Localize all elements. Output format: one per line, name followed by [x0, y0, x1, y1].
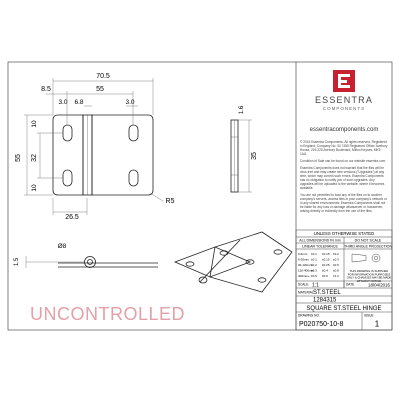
tb-drawing-label: DRAWING NO. — [298, 314, 320, 318]
tolerance-cell: ±0.1 — [311, 258, 317, 262]
brand-sub: COMPONENTS — [322, 106, 366, 111]
isometric-view — [173, 231, 293, 293]
dim-left-offset: 8.5 — [41, 86, 51, 93]
tb-date-label: DATE — [346, 283, 354, 287]
legal-para-3: Essentra Components does not warrant tha… — [300, 166, 385, 190]
tolerance-cell: ±0.8 — [333, 269, 339, 273]
tb-title: SQUARE ST.STEEL HINGE — [306, 306, 381, 312]
brand-block: ESSENTRA COMPONENTS essentracomponents.c… — [298, 66, 390, 133]
uncontrolled-stamp: UNCONTROLLED — [30, 304, 185, 324]
brand-url[interactable]: essentracomponents.com — [309, 127, 379, 133]
tolerance-cell: ±0.1 — [311, 252, 317, 256]
tolerance-cell: ±0.3 — [333, 258, 339, 262]
tolerance-cell: ±0.4 — [322, 269, 328, 273]
tolerance-cell: ±0.5 — [311, 274, 317, 278]
slot-top-left — [62, 124, 73, 142]
projection-symbol — [351, 253, 381, 263]
tolerance-cell: 400mm+ — [298, 274, 310, 278]
pin-end-circle — [84, 256, 96, 268]
radius-leader — [149, 192, 164, 202]
legal-text: © 2015 Essentra Components. All rights r… — [300, 140, 388, 213]
tb-scale-label: SCALE — [298, 283, 308, 287]
tolerance-cell: ±0.15 — [322, 258, 330, 262]
iso-knuckle — [199, 239, 241, 283]
tb-part-number: 1284315 — [313, 298, 337, 304]
front-view: 70.5 8.5 55 6.8 3.0 3.0 55 32 10 10 26.5… — [15, 73, 175, 221]
dim-hole-span: 55 — [96, 86, 104, 93]
iso-leaf-right — [209, 231, 293, 293]
dim-side-thickness: 1.6 — [239, 105, 245, 114]
dim-bottom-offset: 26.5 — [65, 214, 79, 221]
tolerance-cell: 0-6mm — [298, 252, 308, 256]
dim-hole-vertical: 32 — [31, 154, 38, 162]
dim-hole-edge: 3.0 — [125, 99, 134, 106]
tb-date: 18/04/2016 — [368, 283, 391, 288]
tolerance-cell: ±0.15 — [322, 252, 330, 256]
tolerance-cell: ±0.2 — [333, 252, 339, 256]
tolerance-cell: ±0.5 — [333, 263, 339, 267]
tb-linear-tolerance: LINEAR TOLERANCE — [302, 245, 338, 249]
sheet-border — [7, 61, 393, 331]
tolerance-table: 0-6mm±0.1±0.15±0.26-30mm±0.1±0.15±0.330-… — [298, 252, 339, 278]
side-view: 35 1.6 — [230, 105, 258, 193]
dim-knuckle-thickness: 1.5 — [14, 257, 20, 266]
dim-height: 55 — [15, 154, 22, 162]
tolerance-cell: ±0.6 — [322, 274, 328, 278]
tb-scale: 1:1 — [312, 283, 319, 289]
tolerance-cell: ±0.2 — [311, 263, 317, 267]
dim-side-height: 35 — [251, 152, 258, 160]
tolerance-cell: 120-400mm — [298, 269, 315, 273]
tb-issue-label: ISSUE — [364, 314, 374, 318]
dim-pin-width: 6.8 — [74, 99, 83, 106]
dim-radius: R5 — [166, 198, 175, 205]
tb-unless: UNLESS OTHERWISE STATED — [314, 231, 374, 236]
dim-hole-from-bottom: 10 — [31, 184, 38, 192]
slot-bottom-right — [128, 169, 139, 187]
essentra-logo-icon — [333, 70, 355, 92]
tb-do-not-scale: DO NOT SCALE — [355, 239, 382, 243]
tb-material: ST.STEEL — [313, 290, 341, 296]
title-block: UNLESS OTHERWISE STATED ALL DIMENSIONS I… — [295, 229, 393, 331]
tolerance-cell: ±1.2 — [333, 274, 339, 278]
brand-name: ESSENTRA — [314, 95, 374, 105]
tb-material-label: MATERIAL — [298, 291, 314, 295]
tb-drawing-number: P020750-10-8 — [299, 321, 343, 328]
tb-issue: 1 — [375, 320, 380, 329]
tolerance-cell: ±0.25 — [322, 263, 330, 267]
slot-top-right — [128, 124, 139, 142]
legal-para-2: Condition of Sale can be found on our we… — [300, 159, 386, 163]
tb-all-dims: ALL DIMENSIONS IN mm — [299, 239, 341, 243]
end-view: Ø8 1.5 — [14, 243, 158, 268]
right-leaf — [91, 114, 154, 196]
dim-overall-width: 70.5 — [96, 73, 110, 80]
legal-para-1: © 2015 Essentra Components. All rights r… — [300, 140, 388, 156]
dim-pin-diameter: Ø8 — [58, 243, 67, 250]
slot-bottom-left — [62, 169, 73, 187]
dim-hole-from-top: 10 — [31, 120, 38, 128]
tolerance-cell: 30-120mm — [298, 263, 313, 267]
legal-para-4: You are not permitted to load any of the… — [300, 193, 387, 213]
left-leaf — [52, 114, 84, 196]
tolerance-cell: ±0.3 — [311, 269, 317, 273]
iso-leaf-left — [173, 246, 252, 278]
tb-projection: THIRD ANGLE PROJECTION — [344, 245, 393, 249]
tolerance-cell: 6-30mm — [298, 258, 310, 262]
dim-thickness-top: 3.0 — [58, 99, 67, 106]
